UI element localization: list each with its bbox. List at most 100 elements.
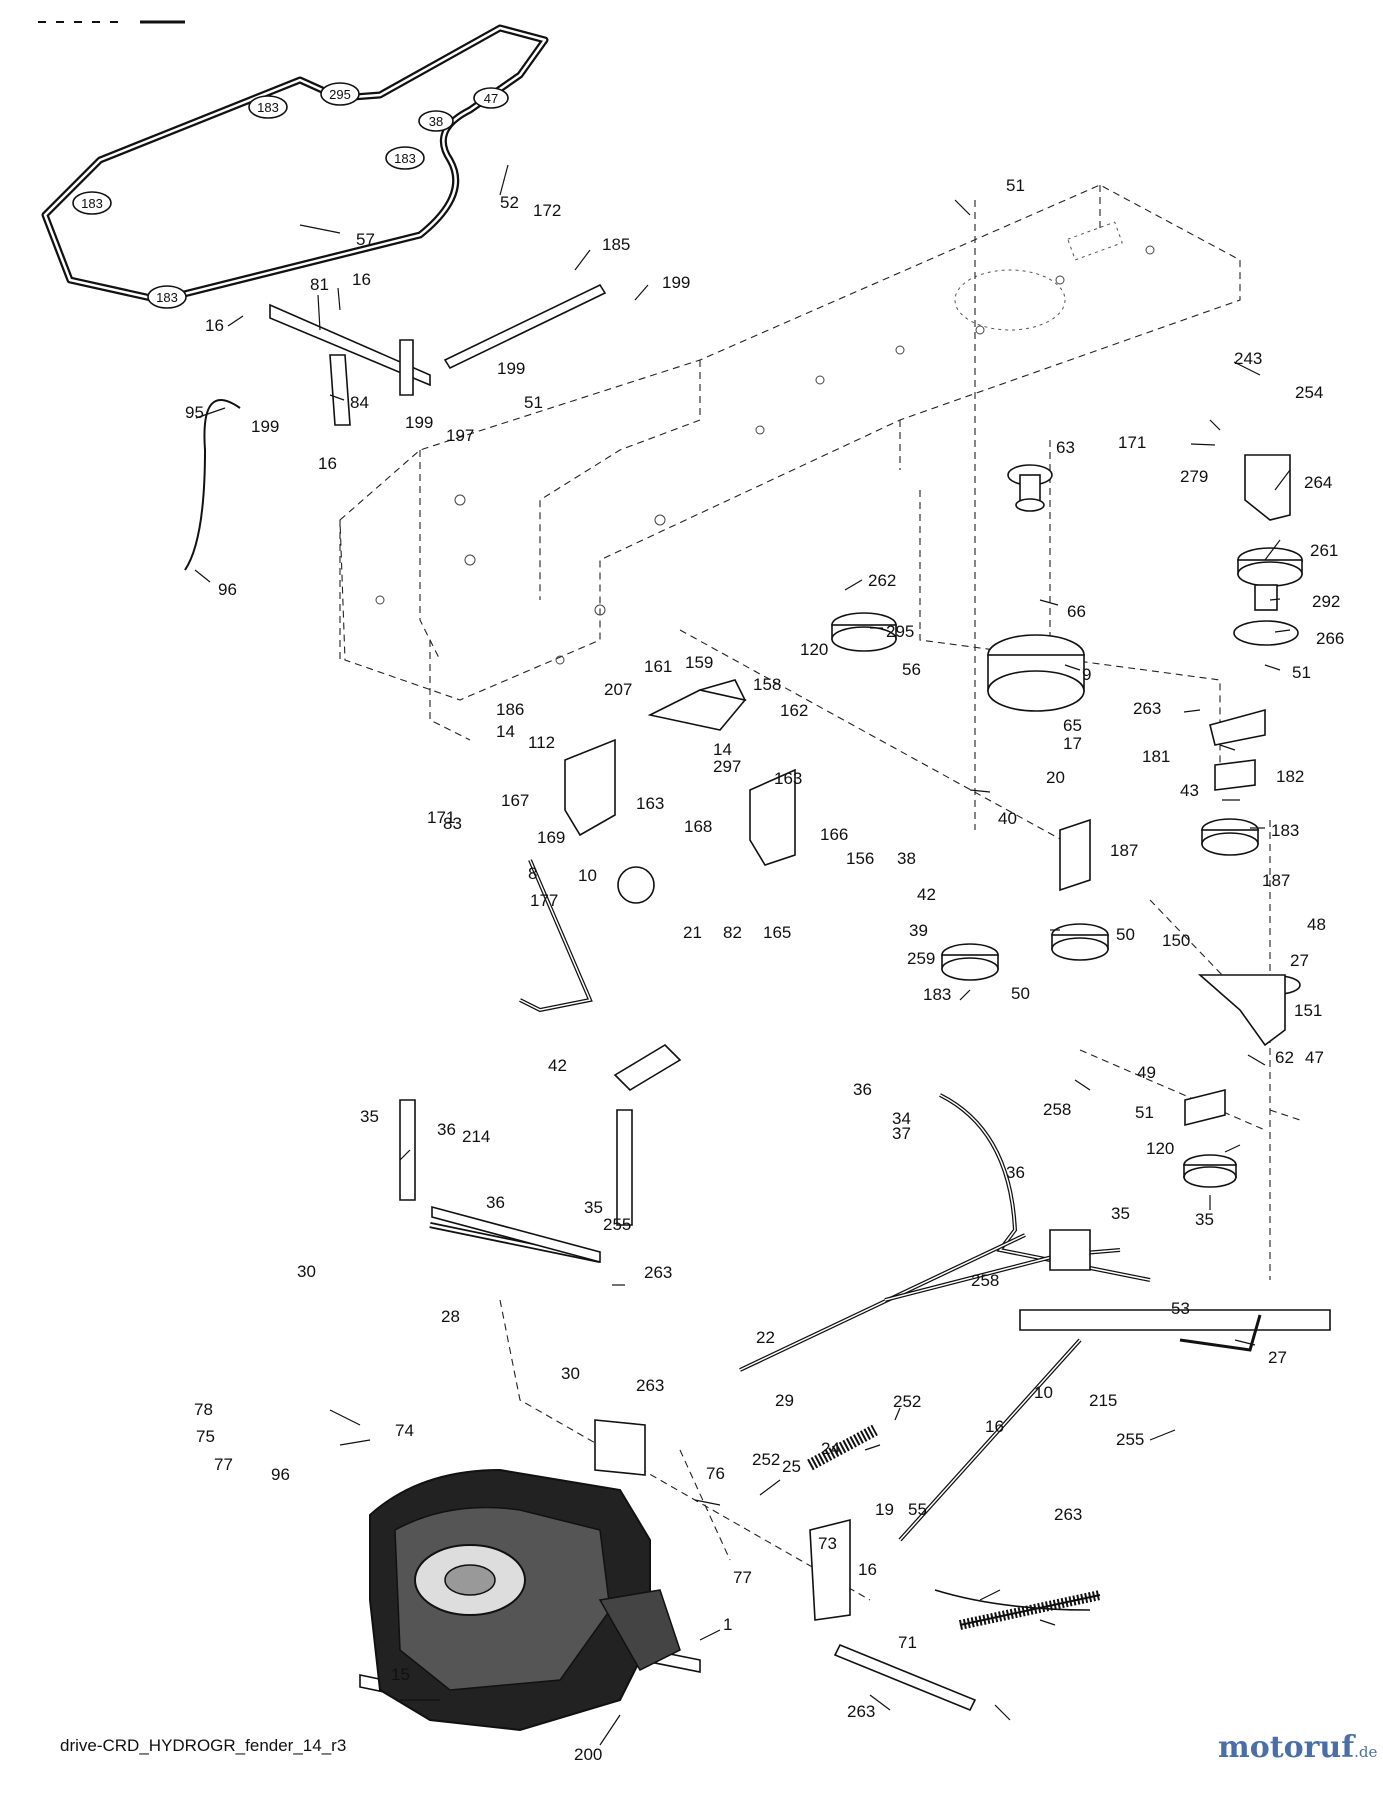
linkage-parts <box>184 283 1331 1712</box>
callout: 73 <box>818 1534 837 1553</box>
callout: 181 <box>1142 747 1170 766</box>
belt-ring <box>473 87 509 109</box>
callout: 263 <box>1054 1505 1082 1524</box>
callout: 49 <box>1137 1063 1156 1082</box>
callout: 151 <box>1294 1001 1322 1020</box>
callout: 258 <box>1043 1100 1071 1119</box>
callout: 35 <box>584 1198 603 1217</box>
diagram-code: drive-CRD_HYDROGR_fender_14_r3 <box>60 1736 347 1755</box>
callout: 48 <box>1307 915 1326 934</box>
callout: 159 <box>685 653 713 672</box>
callout: 16 <box>205 316 224 335</box>
callout: 200 <box>574 1745 602 1764</box>
callout: 95 <box>185 403 204 422</box>
callout: 22 <box>756 1328 775 1347</box>
brand-tld: .de <box>1354 1743 1378 1761</box>
callout: 197 <box>446 426 474 445</box>
brand-logo: motoruf.de <box>1218 1730 1377 1765</box>
callout: 35 <box>1111 1204 1130 1223</box>
frame-outline <box>339 184 1241 741</box>
callout: 36 <box>853 1080 872 1099</box>
callout: 199 <box>662 273 690 292</box>
callout: 187 <box>1262 871 1290 890</box>
belt-ring <box>147 285 187 309</box>
callout: 47 <box>1305 1048 1324 1067</box>
callout: 158 <box>753 675 781 694</box>
callout: 177 <box>530 891 558 910</box>
callout: 163 <box>774 769 802 788</box>
callout: 43 <box>1180 781 1199 800</box>
callout: 186 <box>496 700 524 719</box>
callout: 166 <box>820 825 848 844</box>
callout: 162 <box>780 701 808 720</box>
callout: 1 <box>723 1615 732 1634</box>
belt-ring <box>72 191 112 215</box>
callout: 74 <box>395 1421 414 1440</box>
callout: 120 <box>800 640 828 659</box>
callout: 261 <box>1310 541 1338 560</box>
belt-ring-label: 183 <box>257 100 279 115</box>
callout: 27 <box>1268 1348 1287 1367</box>
callout: 29 <box>775 1391 794 1410</box>
belt-ring-label: 183 <box>394 151 416 166</box>
callout: 36 <box>486 1193 505 1212</box>
callout: 172 <box>533 201 561 220</box>
callout: 55 <box>908 1500 927 1519</box>
callout: 82 <box>723 923 742 942</box>
callout: 255 <box>603 1215 631 1234</box>
callout: 75 <box>196 1427 215 1446</box>
callout: 16 <box>318 454 337 473</box>
callout: 17 <box>1063 734 1082 753</box>
callout: 263 <box>644 1263 672 1282</box>
drive-belt <box>41 24 549 304</box>
callout: 53 <box>1171 1299 1190 1318</box>
callout: 96 <box>218 580 237 599</box>
callout: 78 <box>194 1400 213 1419</box>
callout: 40 <box>998 809 1017 828</box>
belt-ring-label: 183 <box>156 290 178 305</box>
pulleys <box>831 464 1303 1188</box>
callout: 165 <box>763 923 791 942</box>
spring <box>959 1594 1101 1626</box>
callout: 182 <box>1276 767 1304 786</box>
callout: 279 <box>1180 467 1208 486</box>
assembly-guide-lines <box>499 200 1301 1601</box>
callout: 39 <box>909 921 928 940</box>
callout: 50 <box>1116 925 1135 944</box>
callout: 264 <box>1304 473 1332 492</box>
callout: 183 <box>1271 821 1299 840</box>
callout: 258 <box>971 1271 999 1290</box>
callout: 52 <box>500 193 519 212</box>
callout: 168 <box>684 817 712 836</box>
callout: 30 <box>297 1262 316 1281</box>
callout: 9 <box>1082 665 1091 684</box>
callout: 263 <box>636 1376 664 1395</box>
belt-ring-label: 47 <box>484 91 498 106</box>
callout: 263 <box>847 1702 875 1721</box>
callout: 266 <box>1316 629 1344 648</box>
belt-ring <box>320 82 360 106</box>
callout: 156 <box>846 849 874 868</box>
callout: 50 <box>1011 984 1030 1003</box>
callout: 252 <box>893 1392 921 1411</box>
callout: 295 <box>886 622 914 641</box>
callout: 259 <box>907 949 935 968</box>
belt-ring-label: 183 <box>81 196 103 211</box>
callout: 57 <box>356 230 375 249</box>
callout: 35 <box>1195 1210 1214 1229</box>
callout: 171 <box>1118 433 1146 452</box>
callout: 297 <box>713 757 741 776</box>
callout: 76 <box>706 1464 725 1483</box>
callout: 163 <box>636 794 664 813</box>
callout: 187 <box>1110 841 1138 860</box>
callout: 56 <box>902 660 921 679</box>
callout: 199 <box>251 417 279 436</box>
callout: 51 <box>1292 663 1311 682</box>
callout: 262 <box>868 571 896 590</box>
callout: 16 <box>985 1417 1004 1436</box>
callout: 10 <box>1034 1383 1053 1402</box>
callout: 8 <box>528 864 537 883</box>
belt-ring <box>418 110 454 132</box>
belt-ring-label: 295 <box>329 87 351 102</box>
